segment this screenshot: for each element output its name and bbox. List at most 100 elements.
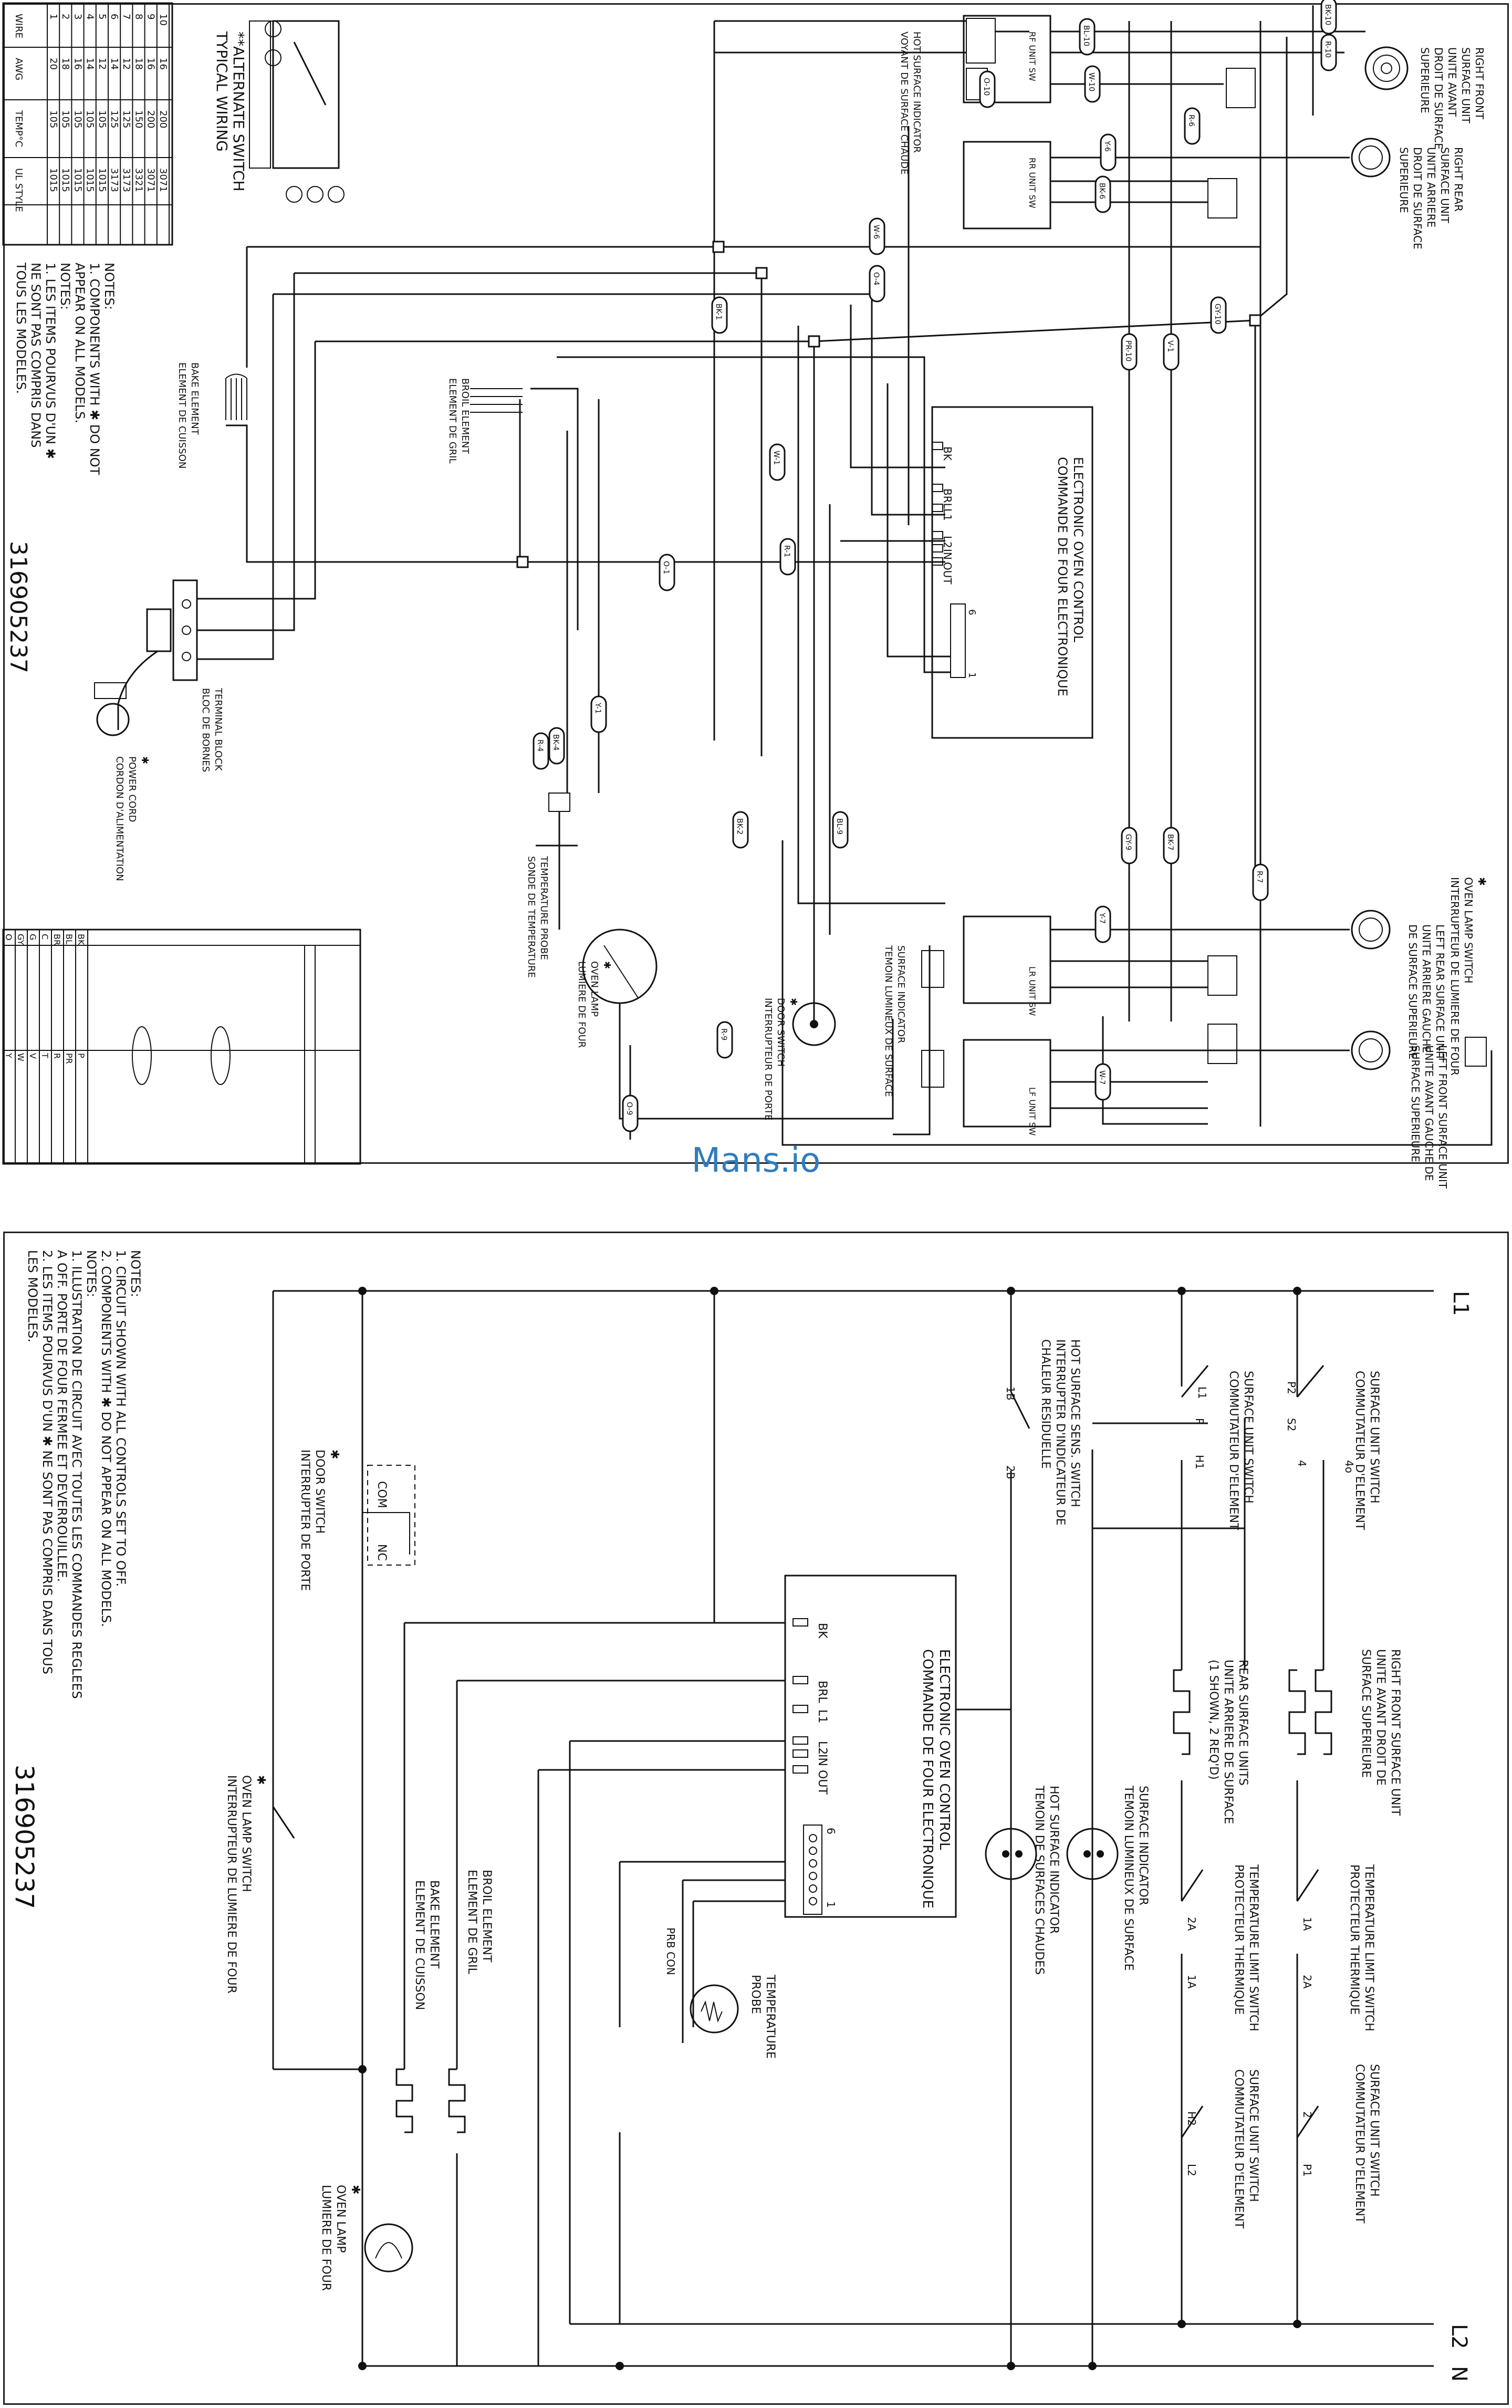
wire-table-cell: 105 [60,110,71,128]
left-rear-label-line: UNITE ARRIERE GAUCHE [1420,924,1433,1053]
wire-tag: W-10 [1087,72,1096,91]
wire-tag: W-1 [772,451,780,465]
bottom-broil-element [448,2068,466,2133]
right-front-label-line: UNITE AVANT DROIT DE [1374,1649,1387,1786]
surface-unit-coils [1351,46,1409,1070]
broil-element-label-line: BROIL ELEMENT [460,378,471,454]
wire-tag: GY-10 [1213,304,1222,325]
color-code: Y [4,1052,14,1058]
door-nc-label: NC [375,1544,388,1561]
right-rear-label-line: SURFACE UNIT [1438,147,1451,224]
bottom-electronic-oven-control: ELECTRONIC OVEN CONTROLCOMMANDE DE FOUR … [784,1575,957,1918]
text-line: APPEAR ON ALL MODELS. [72,263,87,423]
top-bake-element [225,373,247,420]
terminal-label: 4o [1343,1460,1355,1473]
control-pin-label: L2 [941,536,954,548]
wire-tag: R-6 [1187,114,1195,127]
control-pin-label: L2 [816,1741,829,1755]
color-code: GY [16,934,26,945]
bottom-part-number: 316905237 [9,1765,39,1909]
right-front-label-line: SUPERIEURE [1419,47,1431,113]
bottom-switches [272,1365,1325,2138]
svg-text:ELECTRONIC OVEN CONTROLCOMMAND: ELECTRONIC OVEN CONTROLCOMMANDE DE FOUR … [1055,457,1086,696]
wire-table-cell: 12 [121,58,132,70]
color-code: PR [64,1053,74,1064]
oven-lamp-switch-label-line: INTERRUPTEUR DE LUMIERE DE FOUR [1448,877,1461,1076]
switch-tag: LF UNIT SW [1027,1087,1037,1136]
terminal-label: P [1193,1418,1206,1424]
alternate-switch-drawing: **ALTERNATE SWITCHTYPICAL WIRING [213,20,345,203]
right-front-label-line: RIGHT FRONT [1473,47,1486,120]
rail-l1-label: L1 [1448,1291,1473,1316]
wire-table-cell: 3071 [158,168,169,192]
wire-tag: GY-9 [1124,834,1132,850]
top-electronic-oven-control: ELECTRONIC OVEN CONTROLCOMMANDE DE FOUR … [931,406,1093,739]
wire-tag: PR-10 [1124,340,1132,361]
left-front-label-line: UNITE AVANT GAUCHE DE [1423,1045,1435,1181]
hot-surface-indicator-label-line: VOYANT DE SURFACE CHAUDE [899,32,910,175]
text-line: ELECTRONIC OVEN CONTROL [936,1649,952,1850]
top-part-number: 316905237 [5,541,32,673]
rear-surface-label-line: UNITE ARRIERE DE SURFACE [1222,1660,1235,1824]
surface-unit-switches [963,15,1051,1128]
surface-switch-c-label-line: SURFACE UNIT SWITCH [1368,2064,1381,2197]
door-com-label: COM [375,1481,388,1508]
pictorial-wiring-diagram-panel [3,3,1509,1164]
terminal-label: 4 [1296,1460,1308,1467]
connector-pin-label: 6 [966,609,977,615]
terminal-label: 2A [1301,1975,1313,1989]
terminal-label: P1 [1301,2164,1313,2177]
hot-surface-sens-label-line: INTERRUPTER D'INDICATEUR DE [1054,1339,1067,1525]
wire-table-cell: 1 [48,14,59,19]
wire-table-cell: 200 [145,110,157,128]
bottom-junctions [358,1287,1301,2370]
wire-tag: R-1 [783,545,791,557]
top-terminal-block [146,579,198,681]
text-line: COMMANDE DE FOUR ELECTRONIQUE [920,1649,935,1909]
right-front-label-line: DROIT DE SURFACE [1432,47,1445,150]
power-cord-label-line: CORDON D'ALIMENTATION [114,756,125,881]
wire-table-cell: 16 [72,58,83,70]
temp-probe-label-line: TEMPERATURE PROBE [538,856,549,960]
right-rear-label-line: DROIT DE SURFACE [1411,147,1424,249]
wire-tag: O-4 [872,272,880,285]
color-code: W [16,1053,26,1061]
watermark: Mans.io [691,1141,821,1180]
terminal-label: 1A [1301,1917,1313,1931]
bake-element-label-line: ELEMENT DE CUISSON [176,362,187,468]
wire-table-header: UL STYLE [13,168,24,212]
thermal-limits [1207,68,1487,1067]
wire-tag: Y-1 [593,702,602,714]
wire-table-header: WIRE [13,14,24,38]
temp-probe-label-line: SONDE DE TEMPERATURE [526,856,537,978]
text-line: **ALTERNATE SWITCH [230,32,247,192]
surface-switch-c-label-line: COMMUTATEUR D'ELEMENT [1353,2064,1366,2224]
wire-table-cell: 12 [97,58,108,70]
wire-table-cell: 16 [145,58,157,70]
wire-table-cell: 1015 [72,168,83,192]
text-line: TYPICAL WIRING [213,31,231,152]
connector-pin-label: 1 [825,1901,837,1908]
connector-pin-label: 1 [966,672,977,678]
wire-tags: BK-10R-10BL-10W-10O-10Y-6BK-6R-6W-6O-4GY… [533,0,1337,1132]
oven-lamp-label-line: OVEN LAMP [589,961,600,1017]
right-front-label-line: UNITE AVANT [1446,47,1458,117]
rail-l2: L2 [570,2323,1471,2349]
door-switch-label-line: ✱ [788,998,799,1006]
wire-table-cell: 8 [133,14,144,19]
text-line: 2. LES ITEMS POURVUS D'UN ✱ NE SONT PAS … [40,1250,55,1674]
wire-table-cell: 105 [97,110,108,128]
right-front-label-line: SURFACE SUPERIEURE [1359,1649,1372,1778]
oven-lamp-label-line: ✱ [601,961,612,969]
